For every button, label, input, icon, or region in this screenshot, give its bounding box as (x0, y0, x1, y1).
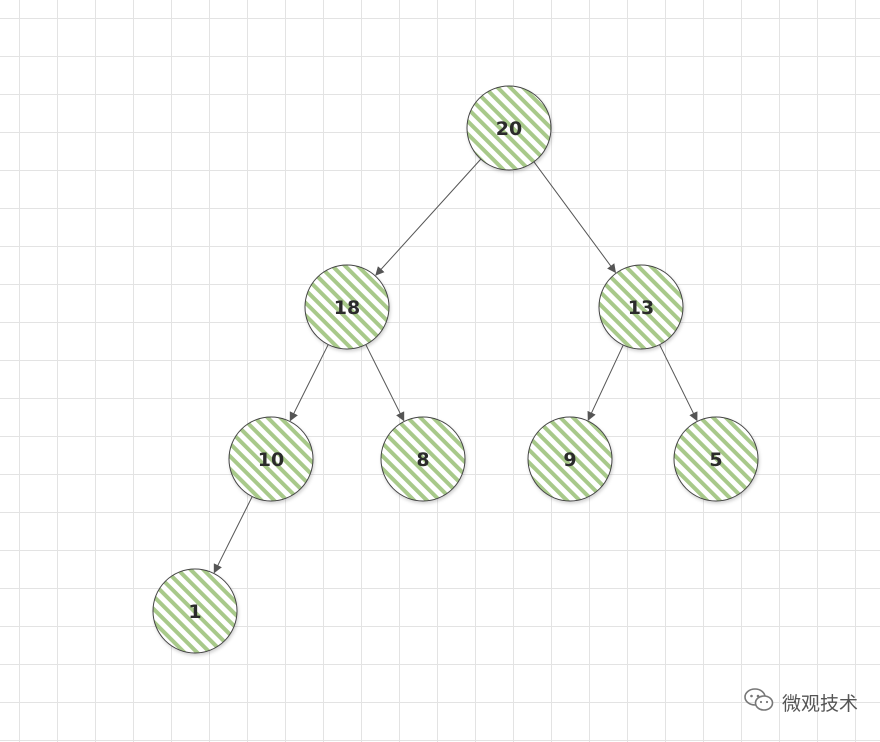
tree-node-circle (598, 264, 684, 350)
wechat-icon (744, 687, 774, 718)
edge-n20-n18 (375, 158, 482, 276)
edge-n13-n9 (587, 344, 624, 421)
tree-node-5: 5 (673, 416, 759, 502)
tree-node-circle (466, 85, 552, 171)
tree-node-circle (228, 416, 314, 502)
tree-node-10: 10 (228, 416, 314, 502)
edge-n20-n13 (533, 161, 617, 274)
tree-node-9: 9 (527, 416, 613, 502)
edge-n13-n5 (659, 344, 698, 422)
tree-node-circle (673, 416, 759, 502)
tree-node-8: 8 (380, 416, 466, 502)
tree-node-label: 10 (258, 449, 284, 471)
tree-node-label: 8 (416, 449, 429, 471)
tree-node-1: 1 (152, 568, 238, 654)
tree-node-circle (152, 568, 238, 654)
tree-node-circle (304, 264, 390, 350)
tree-node-label: 9 (563, 449, 576, 471)
tree-node-circle (380, 416, 466, 502)
tree-node-18: 18 (304, 264, 390, 350)
tree-node-label: 20 (496, 118, 522, 140)
edge-n10-n1 (213, 496, 253, 574)
tree-node-circle (527, 416, 613, 502)
watermark-text: 微观技术 (781, 693, 858, 715)
edge-n18-n8 (365, 344, 405, 422)
edge-n18-n10 (289, 344, 329, 422)
tree-node-20: 20 (466, 85, 552, 171)
nodes-layer: 20 18 13 10 8 9 5 1 (152, 85, 759, 654)
watermark: 微观技术 (744, 687, 858, 718)
tree-node-label: 1 (188, 601, 201, 623)
tree-node-label: 5 (709, 449, 722, 471)
edges-layer (213, 158, 698, 574)
tree-node-label: 13 (628, 297, 654, 319)
tree-node-label: 18 (334, 297, 360, 319)
tree-node-13: 13 (598, 264, 684, 350)
